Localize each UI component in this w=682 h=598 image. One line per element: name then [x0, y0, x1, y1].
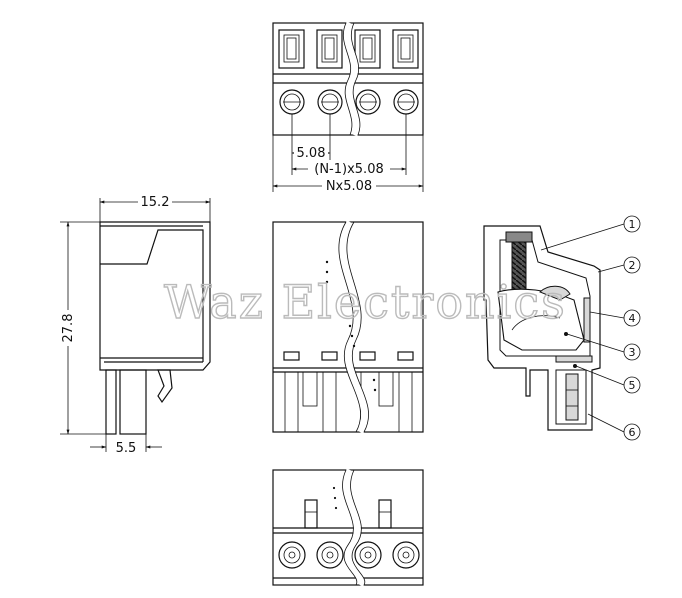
front-pin-ribs — [284, 371, 413, 432]
dim-body-depth: 15.2 — [141, 195, 170, 210]
top-screws — [279, 89, 419, 115]
side-view: 15.2 27.8 5.5 — [60, 194, 211, 456]
callout-3: 3 — [629, 346, 636, 359]
dim-total-width: Nx5.08 — [326, 179, 372, 194]
dim-pin-offset: 5.5 — [116, 441, 137, 456]
callout-6: 6 — [629, 426, 636, 439]
callout-1: 1 — [629, 218, 636, 231]
dim-height: 27.8 — [61, 314, 76, 343]
callout-4: 4 — [629, 312, 636, 325]
top-view: 5.08 (N-1)x5.08 Nx5.08 — [272, 21, 424, 194]
callouts: 1 2 4 3 5 6 — [623, 215, 641, 441]
front-slots — [283, 351, 414, 361]
callout-5: 5 — [629, 379, 636, 392]
hidden-pin-dots — [325, 260, 377, 392]
bottom-latches — [304, 499, 392, 529]
top-wire-openings — [278, 29, 419, 69]
dim-pitch: 5.08 — [297, 146, 326, 161]
bottom-view — [272, 468, 424, 587]
bottom-screw-holes — [278, 541, 420, 569]
front-view — [272, 220, 424, 434]
cross-section: 1 2 4 3 5 6 — [483, 215, 641, 441]
dim-n-minus-one: (N-1)x5.08 — [314, 162, 383, 177]
callout-2: 2 — [629, 259, 636, 272]
watermark: Waz Electronics — [164, 275, 567, 329]
